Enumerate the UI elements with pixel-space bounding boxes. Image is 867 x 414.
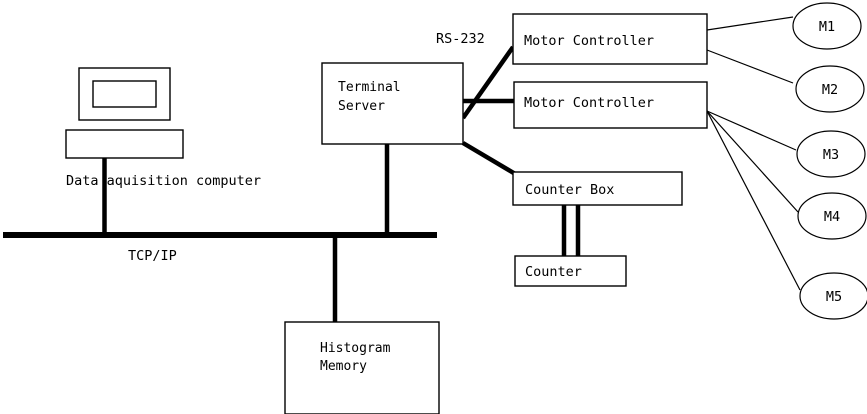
motor-4-ellipse: [797, 192, 867, 240]
motor-3-label: M3: [823, 147, 839, 163]
motor-5-ellipse: [799, 272, 867, 320]
histogram-memory-label-line2: Memory: [320, 359, 367, 374]
motor-1-label: M1: [819, 19, 835, 35]
motor-1: M1: [792, 2, 862, 50]
link-motor-controller-2-to-motor-5: [706, 110, 801, 291]
rs232-label: RS-232: [436, 31, 485, 47]
terminal-server-label-line1: Terminal: [338, 80, 401, 95]
link-motor-controller-2-to-motor-4: [706, 110, 799, 213]
counter-box: Counter Box: [512, 171, 683, 206]
motor-controller-1-box: [512, 13, 708, 65]
terminal-server-label-line2: Server: [338, 99, 385, 114]
counter: Counter: [514, 255, 627, 287]
motor-4-label: M4: [824, 209, 840, 225]
terminal-server-box: [321, 62, 464, 145]
histogram-memory: Histogram Memory: [284, 321, 440, 414]
counter-box-label: Counter Box: [525, 182, 614, 198]
motor-4: M4: [797, 192, 867, 240]
motor-controller-2-label: Motor Controller: [524, 95, 654, 111]
motor-controller-2-box: [513, 81, 708, 129]
tcpip-label: TCP/IP: [128, 248, 177, 264]
motor-5: M5: [799, 272, 867, 320]
motor-3: M3: [796, 130, 866, 178]
data-acquisition-computer-label: Data aquisition computer: [66, 173, 261, 189]
motor-2: M2: [795, 65, 865, 113]
motor-5-label: M5: [826, 289, 842, 305]
link-motor-controller-1-to-motor-1: [706, 16, 794, 31]
data-acquisition-computer: [65, 67, 184, 159]
motor-controller-2: Motor Controller: [513, 81, 708, 129]
link-terminal-server-to-motor-controller-1: [461, 45, 515, 120]
link-motor-controller-1-to-motor-2: [706, 49, 794, 84]
histogram-memory-label-line1: Histogram: [320, 341, 391, 356]
counter-label: Counter: [525, 264, 582, 280]
motor-3-ellipse: [796, 130, 866, 178]
link-motor-controller-2-to-motor-3: [706, 110, 797, 151]
computer-base: [65, 129, 184, 159]
motor-2-label: M2: [822, 82, 838, 98]
terminal-server: Terminal Server: [321, 62, 464, 145]
counter-rect: [514, 255, 627, 287]
motor-controller-1: Motor Controller: [512, 13, 708, 65]
link-terminal-server-to-counter-box: [461, 141, 519, 177]
motor-controller-1-label: Motor Controller: [524, 33, 654, 49]
counter-box-rect: [512, 171, 683, 206]
computer-monitor-screen: [92, 80, 157, 108]
motor-2-ellipse: [795, 65, 865, 113]
histogram-memory-box: [284, 321, 440, 414]
motor-1-ellipse: [792, 2, 862, 50]
